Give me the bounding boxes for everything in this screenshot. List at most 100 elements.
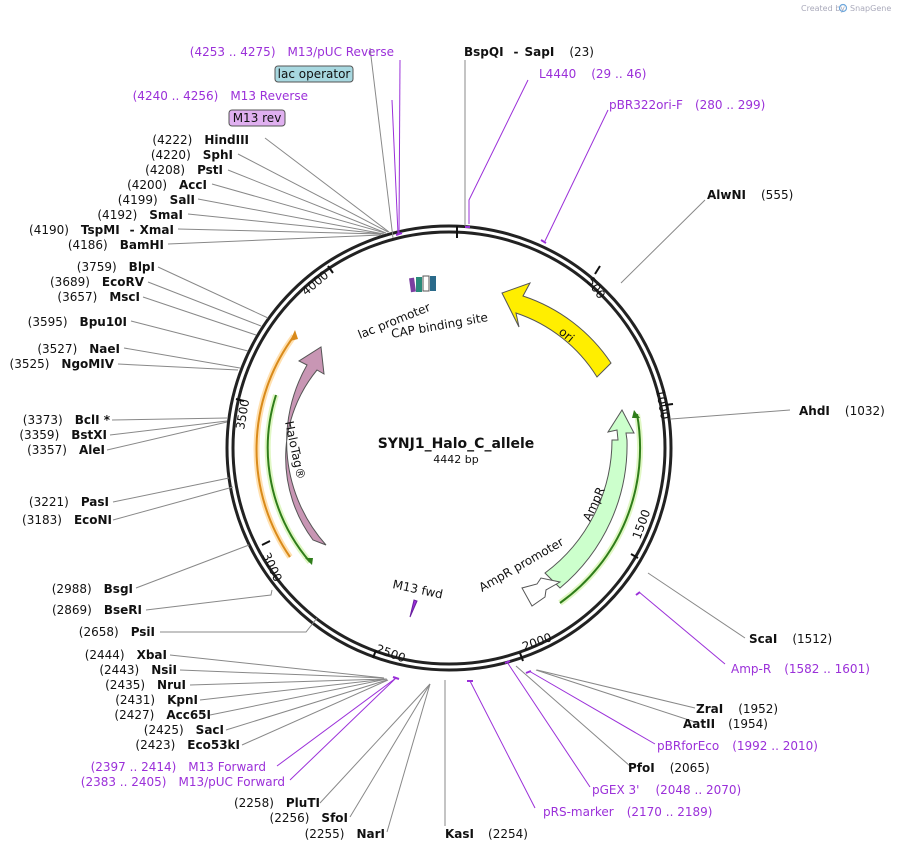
site-nari[interactable]: (2255)NarI xyxy=(305,827,385,841)
site-position: (2988) xyxy=(52,582,92,596)
primer-position: (1992 .. 2010) xyxy=(732,739,818,753)
primer-pbr322ori-f[interactable]: pBR322ori-F(280 .. 299) xyxy=(609,98,765,112)
site-name: AhdI xyxy=(799,404,830,418)
site-position: (4192) xyxy=(97,208,137,222)
site-psti[interactable]: (4208)PstI xyxy=(145,163,223,177)
site-tspmi-xmai[interactable]: (4190)TspMI-XmaI xyxy=(29,223,174,237)
halotag-feature[interactable]: HaloTag® xyxy=(282,346,327,546)
svg-text:(2658)PsiI: (2658)PsiI xyxy=(79,625,155,639)
svg-text:(3373)BclI *: (3373)BclI * xyxy=(23,413,111,427)
site-sphi[interactable]: (4220)SphI xyxy=(151,148,233,162)
site-ngomiv[interactable]: (3525)NgoMIV xyxy=(10,357,115,371)
svg-text:(2256)SfoI: (2256)SfoI xyxy=(270,811,348,825)
svg-text:(3183)EcoNI: (3183)EcoNI xyxy=(22,513,112,527)
site-bsgi[interactable]: (2988)BsgI xyxy=(52,582,133,596)
primer-position: (4240 .. 4256) xyxy=(133,89,219,103)
halotag-inner-line xyxy=(266,394,311,563)
primer-name: M13/pUC Forward xyxy=(178,775,285,789)
svg-text:(2258)PluTI: (2258)PluTI xyxy=(234,796,320,810)
site-msci[interactable]: (3657)MscI xyxy=(57,290,140,304)
halotag-inner-arrowhead xyxy=(305,558,313,565)
svg-text:(4222)HindIII: (4222)HindIII xyxy=(152,133,249,147)
site-econi[interactable]: (3183)EcoNI xyxy=(22,513,112,527)
primer-m13-puc-reverse[interactable]: (4253 .. 4275)M13/pUC Reverse xyxy=(190,45,394,59)
site-scai[interactable]: ScaI(1512) xyxy=(749,632,832,646)
svg-text:(2255)NarI: (2255)NarI xyxy=(305,827,385,841)
primer-pbrforeco[interactable]: pBRforEco (1992 .. 2010) xyxy=(657,739,818,753)
site-naei[interactable]: (3527)NaeI xyxy=(37,342,120,356)
site-alwni[interactable]: AlwNI(555) xyxy=(707,188,793,202)
site-ecorv[interactable]: (3689)EcoRV xyxy=(50,275,145,289)
site-position: (2256) xyxy=(270,811,310,825)
primer-m13-forward[interactable]: (2397 .. 2414)M13 Forward xyxy=(91,760,266,774)
site-hindiii[interactable]: (4222)HindIII xyxy=(152,133,249,147)
site-kasi[interactable]: KasI(2254) xyxy=(445,827,528,841)
site-acci[interactable]: (4200)AccI xyxy=(127,178,207,192)
svg-text:ScaI(1512): ScaI(1512) xyxy=(749,632,832,646)
site-zrai[interactable]: ZraI(1952) xyxy=(696,702,778,716)
site-kpni[interactable]: (2431)KpnI xyxy=(115,693,198,707)
site-name: AlwNI xyxy=(707,188,746,202)
site-pasi[interactable]: (3221)PasI xyxy=(29,495,109,509)
site-nrui[interactable]: (2435)NruI xyxy=(105,678,186,692)
site-pluti[interactable]: (2258)PluTI xyxy=(234,796,320,810)
site-bspqi-sapi[interactable]: BspQI-SapI(23) xyxy=(464,45,594,59)
site-position: (4208) xyxy=(145,163,185,177)
primer-position: (2048 .. 2070) xyxy=(655,783,741,797)
site-name: Eco53kI xyxy=(187,738,240,752)
primer-name: pBRforEco xyxy=(657,739,719,753)
m13-rev-tag[interactable]: M13 rev xyxy=(228,109,286,127)
svg-text:(4240 .. 4256)M13 Reverse: (4240 .. 4256)M13 Reverse xyxy=(133,89,308,103)
tick-label-3500: 3500 xyxy=(233,398,252,431)
site-name-2: XmaI xyxy=(140,223,174,237)
primer-m13-reverse[interactable]: (4240 .. 4256)M13 Reverse xyxy=(133,89,308,103)
site-nsii[interactable]: (2443)NsiI xyxy=(99,663,177,677)
lac-features[interactable]: lac promoter CAP binding site xyxy=(356,275,489,342)
site-bstxi[interactable]: (3359)BstXI xyxy=(19,428,107,442)
site-bamhi[interactable]: (4186)BamHI xyxy=(68,238,164,252)
site-bcli[interactable]: (3373)BclI * xyxy=(23,413,111,427)
lac-operator-tag[interactable]: lac operator xyxy=(274,65,354,83)
site-saci[interactable]: (2425)SacI xyxy=(144,723,224,737)
svg-text:(2383 .. 2405)M13/pUC Forward: (2383 .. 2405)M13/pUC Forward xyxy=(81,775,285,789)
site-name-2: SapI xyxy=(525,45,555,59)
ampr-feature[interactable]: AmpR xyxy=(544,409,635,589)
site-position: (4186) xyxy=(68,238,108,252)
lac-operator-text: lac operator xyxy=(278,67,351,81)
site-aatii[interactable]: AatII(1954) xyxy=(683,717,768,731)
primer-name: M13 Forward xyxy=(188,760,266,774)
svg-text:pBRforEco(1992 .. 2010): pBRforEco (1992 .. 2010) xyxy=(657,739,818,753)
primer-name: pGEX 3' xyxy=(592,783,639,797)
primer-prs-marker[interactable]: pRS-marker(2170 .. 2189) xyxy=(543,805,712,819)
site-sfoi[interactable]: (2256)SfoI xyxy=(270,811,348,825)
primer-l4440[interactable]: L4440(29 .. 46) xyxy=(539,67,646,81)
site-sali[interactable]: (4199)SalI xyxy=(118,193,195,207)
site-position: (2427) xyxy=(114,708,154,722)
m13-fwd-feature[interactable]: M13 fwd xyxy=(391,577,444,618)
site-alei[interactable]: (3357)AleI xyxy=(27,443,105,457)
primer-m13-puc-forward[interactable]: (2383 .. 2405)M13/pUC Forward xyxy=(81,775,285,789)
site-psii[interactable]: (2658)PsiI xyxy=(79,625,155,639)
svg-text:(4192)SmaI: (4192)SmaI xyxy=(97,208,183,222)
primer-pgex-3[interactable]: pGEX 3' (2048 .. 2070) xyxy=(592,783,741,797)
site-pfoi[interactable]: PfoI(2065) xyxy=(628,761,710,775)
primer-amp-r[interactable]: Amp-R(1582 .. 1601) xyxy=(731,662,870,676)
snapgene-logo-icon xyxy=(838,3,848,13)
site-name: BlpI xyxy=(129,260,155,274)
primer-position: (29 .. 46) xyxy=(591,67,646,81)
site-position: (3595) xyxy=(28,315,68,329)
site-name: Bpu10I xyxy=(80,315,127,329)
site-bseri[interactable]: (2869)BseRI xyxy=(52,603,142,617)
site-eco53ki[interactable]: (2423)Eco53kI xyxy=(135,738,240,752)
primer-name: pRS-marker xyxy=(543,805,614,819)
site-position: (3527) xyxy=(37,342,77,356)
site-acc65i[interactable]: (2427)Acc65I xyxy=(114,708,211,722)
site-xbai[interactable]: (2444)XbaI xyxy=(85,648,167,662)
site-ahdi[interactable]: AhdI(1032) xyxy=(799,404,885,418)
site-name: BspQI xyxy=(464,45,504,59)
site-blpi[interactable]: (3759)BlpI xyxy=(77,260,155,274)
site-smai[interactable]: (4192)SmaI xyxy=(97,208,183,222)
site-bpu10i[interactable]: (3595) Bpu10I xyxy=(28,315,127,329)
svg-text:(4190)TspMI-XmaI: (4190)TspMI-XmaI xyxy=(29,223,174,237)
svg-text:(2431)KpnI: (2431)KpnI xyxy=(115,693,198,707)
